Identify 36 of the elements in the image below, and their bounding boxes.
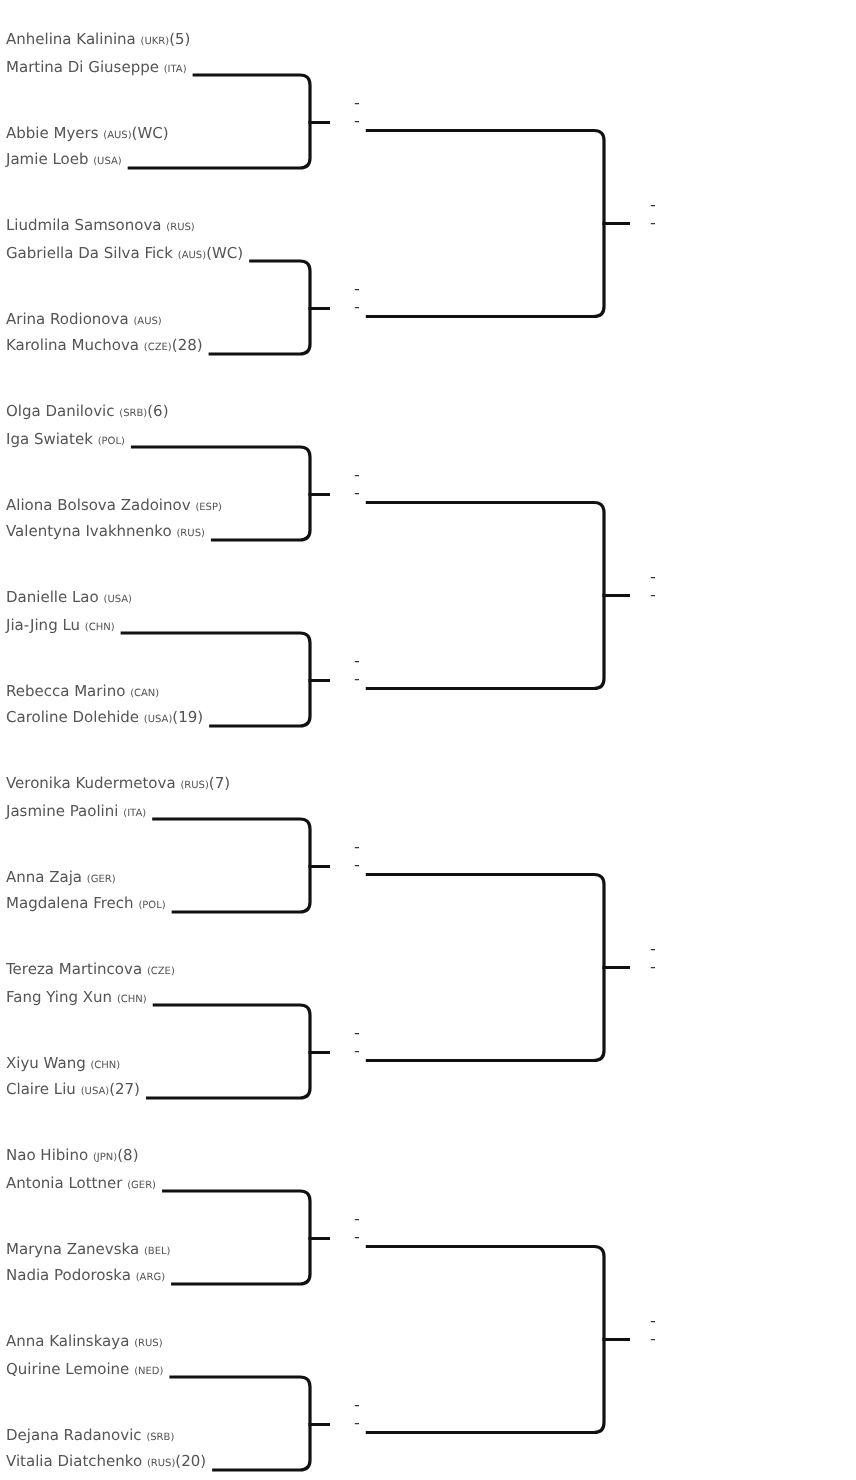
score-text: -: [354, 484, 362, 503]
score-text: -: [650, 939, 658, 958]
score-text: -: [650, 213, 658, 232]
score-text: -: [650, 195, 658, 214]
score-text: -: [354, 1414, 362, 1433]
bracket-line: [365, 221, 630, 319]
bracket-line: [210, 492, 330, 542]
bracket-line: [208, 306, 330, 356]
bracket-line: [365, 965, 630, 1063]
score-text: -: [354, 652, 362, 671]
score-text: -: [354, 838, 362, 857]
score-text: -: [650, 567, 658, 586]
score-text: -: [354, 94, 362, 113]
bracket-line: [171, 1236, 330, 1286]
score-text: -: [354, 1042, 362, 1061]
score-text: -: [354, 856, 362, 875]
score-text: -: [354, 298, 362, 317]
bracket-line: [365, 593, 630, 691]
score-text: -: [354, 1024, 362, 1043]
bracket-line: [171, 864, 330, 914]
score-text: -: [650, 1329, 658, 1348]
bracket-line: [145, 1050, 330, 1100]
score-text: -: [650, 585, 658, 604]
score-text: -: [354, 1396, 362, 1415]
bracket-line: [209, 678, 330, 728]
score-text: -: [354, 466, 362, 485]
score-text: -: [354, 1210, 362, 1229]
score-text: -: [354, 1228, 362, 1247]
bracket-line: [212, 1422, 330, 1472]
score-text: -: [650, 957, 658, 976]
score-text: -: [354, 112, 362, 131]
bracket-line: [127, 120, 330, 170]
score-text: -: [354, 280, 362, 299]
score-text: -: [650, 1311, 658, 1330]
score-text: -: [354, 670, 362, 689]
bracket-line: [365, 1337, 630, 1435]
